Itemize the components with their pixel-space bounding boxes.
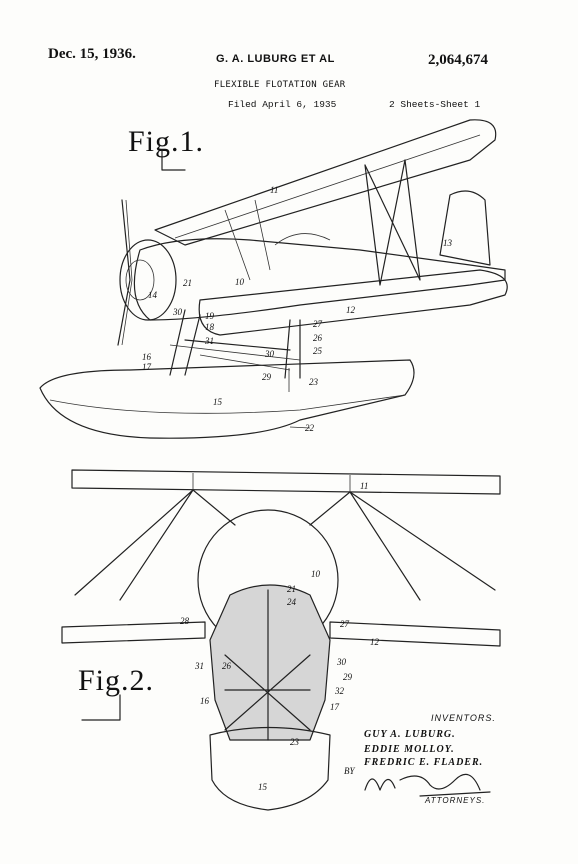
ref-numeral: 21 [183, 278, 192, 288]
cabane-struts [192, 489, 351, 526]
propeller [117, 199, 131, 346]
fig1-seaplane-side-view [39, 119, 508, 439]
attorneys-label: ATTORNEYS. [425, 796, 486, 805]
ref-numeral: 11 [360, 481, 368, 491]
ref-numeral: 25 [313, 346, 323, 356]
interplane-struts [364, 159, 421, 286]
inventor-name: G. A. LUBURG ET AL [216, 53, 335, 65]
lower-wing [198, 269, 508, 336]
ref-numeral: 10 [235, 277, 245, 287]
fig2-reference-numerals: 11 10 21 24 28 27 12 31 26 30 29 32 16 1… [180, 481, 380, 792]
ref-numeral: 30 [336, 657, 347, 667]
ref-numeral: 16 [142, 352, 152, 362]
ref-numeral: 31 [204, 336, 214, 346]
ref-numeral: 18 [205, 322, 215, 332]
ref-numeral: 16 [200, 696, 210, 706]
ref-numeral: 13 [443, 238, 453, 248]
ref-numeral: 21 [287, 584, 296, 594]
ref-numeral: 23 [290, 737, 300, 747]
ref-numeral: 17 [330, 702, 340, 712]
ref-numeral: 26 [222, 661, 232, 671]
ref-numeral: 11 [270, 185, 278, 195]
fig1-label-mark [161, 149, 186, 171]
ref-numeral: 27 [313, 319, 323, 329]
by-label: BY [344, 766, 355, 776]
float-front [209, 726, 331, 811]
patent-number: 2,064,674 [428, 52, 488, 68]
fuselage [133, 238, 506, 321]
engine-cowling [119, 239, 177, 321]
inventor-name-2: EDDIE MOLLOY. [364, 744, 455, 755]
ref-numeral: 22 [305, 423, 315, 433]
fig2-label: Fig.2. [78, 664, 155, 697]
lower-wing-right [329, 621, 501, 647]
ref-numeral: 19 [205, 311, 215, 321]
inventor-name-3: FREDRIC E. FLADER. [364, 757, 484, 768]
ref-numeral: 14 [148, 290, 158, 300]
upper-wing [154, 119, 497, 246]
fig1-reference-numerals: 11 13 10 14 12 21 30 19 18 27 26 25 31 3… [142, 185, 453, 433]
ref-numeral: 31 [194, 661, 204, 671]
ref-numeral: 12 [370, 637, 380, 647]
ref-numeral: 17 [142, 362, 152, 372]
ref-numeral: 29 [262, 372, 272, 382]
hull-section [209, 584, 331, 741]
ref-numeral: 30 [172, 307, 183, 317]
ref-numeral: 27 [340, 619, 350, 629]
ref-numeral: 10 [311, 569, 321, 579]
fig1-label: Fig.1. [128, 125, 205, 158]
ref-numeral: 28 [180, 616, 190, 626]
patent-title: FLEXIBLE FLOTATION GEAR [214, 80, 346, 90]
ref-numeral: 24 [287, 597, 297, 607]
ref-numeral: 15 [258, 782, 268, 792]
filed-date: Filed April 6, 1935 [228, 99, 337, 110]
fig2-seaplane-front-view [61, 469, 501, 811]
inventor-name-1: GUY A. LUBURG. [364, 729, 456, 740]
ref-numeral: 23 [309, 377, 319, 387]
ref-numeral: 29 [343, 672, 353, 682]
lower-wing-left [61, 621, 206, 644]
ref-numeral: 12 [346, 305, 356, 315]
bracing-wires [74, 489, 496, 601]
cross-bracing [224, 654, 311, 731]
upper-wing-front [71, 469, 501, 495]
attorney-signature [364, 773, 491, 797]
sheet-count: 2 Sheets-Sheet 1 [389, 99, 481, 110]
inventors-heading: INVENTORS. [431, 713, 496, 723]
ref-numeral: 32 [334, 686, 345, 696]
main-float [39, 359, 415, 439]
float-struts [169, 309, 301, 379]
ref-numeral: 26 [313, 333, 323, 343]
ref-numeral: 15 [213, 397, 223, 407]
patent-date: Dec. 15, 1936. [48, 46, 136, 62]
ref-numeral: 30 [264, 349, 275, 359]
tail-fin [439, 190, 491, 266]
fig2-label-mark [81, 694, 121, 721]
